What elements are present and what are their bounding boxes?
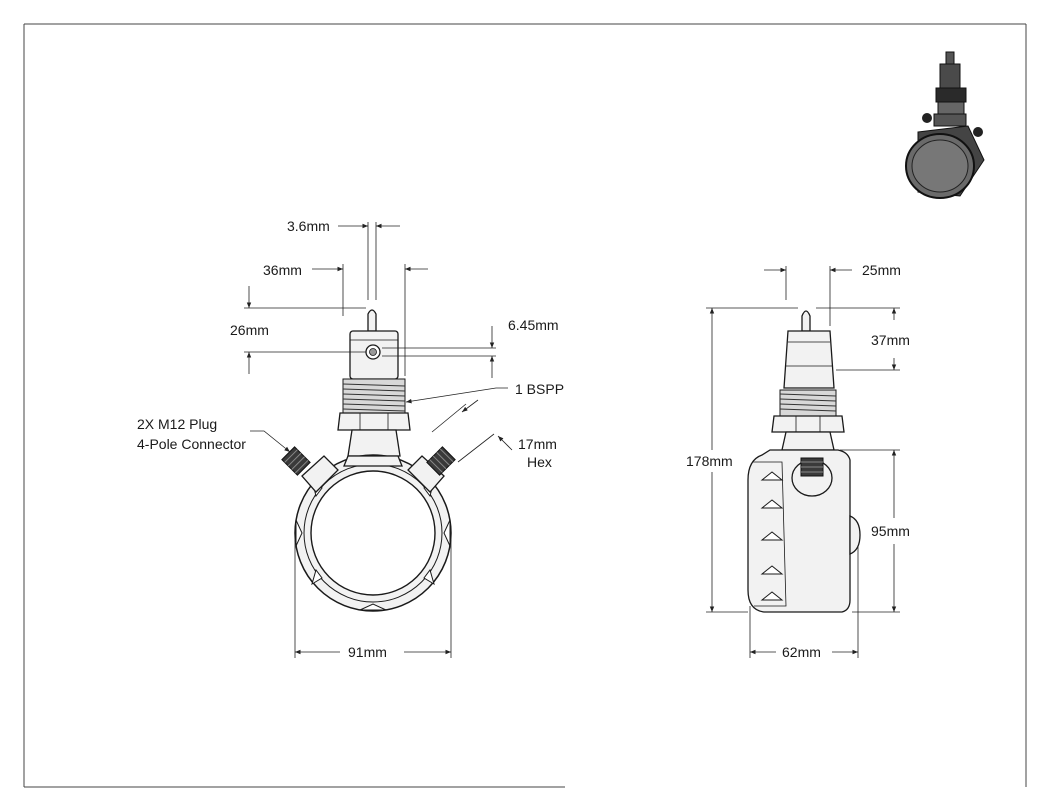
dim-overall-height: 178mm [686,453,733,469]
callout-connector-line2: 4-Pole Connector [137,436,246,452]
dim-body-width: 36mm [263,262,302,278]
dim-housing-height: 95mm [871,523,910,539]
side-grip-notches [760,471,784,601]
side-labels: 25mm 37mm 178mm 95mm 62mm [686,262,910,660]
callout-hex-line1: 17mm [518,436,557,452]
dim-top-width: 25mm [862,262,901,278]
side-thread-lines [779,393,837,412]
side-dimensions [706,266,900,658]
callout-connector-line1: 2X M12 Plug [137,416,217,432]
dim-port-height: 6.45mm [508,317,559,333]
side-view [747,310,861,613]
dim-top-height-side: 37mm [871,332,910,348]
thread-lines [342,383,406,412]
front-labels: 3.6mm 36mm 26mm 6.45mm 1 BSPP 2X M12 Plu… [137,218,564,660]
front-view [281,309,456,612]
housing-window [310,470,436,596]
m12-plug-left [281,446,311,476]
callout-hex-line2: Hex [527,454,552,470]
front-dimensions [244,222,513,658]
isometric-view [905,51,985,199]
callout-thread: 1 BSPP [515,381,564,397]
dim-depth: 62mm [782,644,821,660]
dim-top-height: 26mm [230,322,269,338]
dim-overall-width: 91mm [348,644,387,660]
sheet-border [23,23,1027,788]
dim-pin-width: 3.6mm [287,218,330,234]
m12-plug-right [426,446,456,476]
